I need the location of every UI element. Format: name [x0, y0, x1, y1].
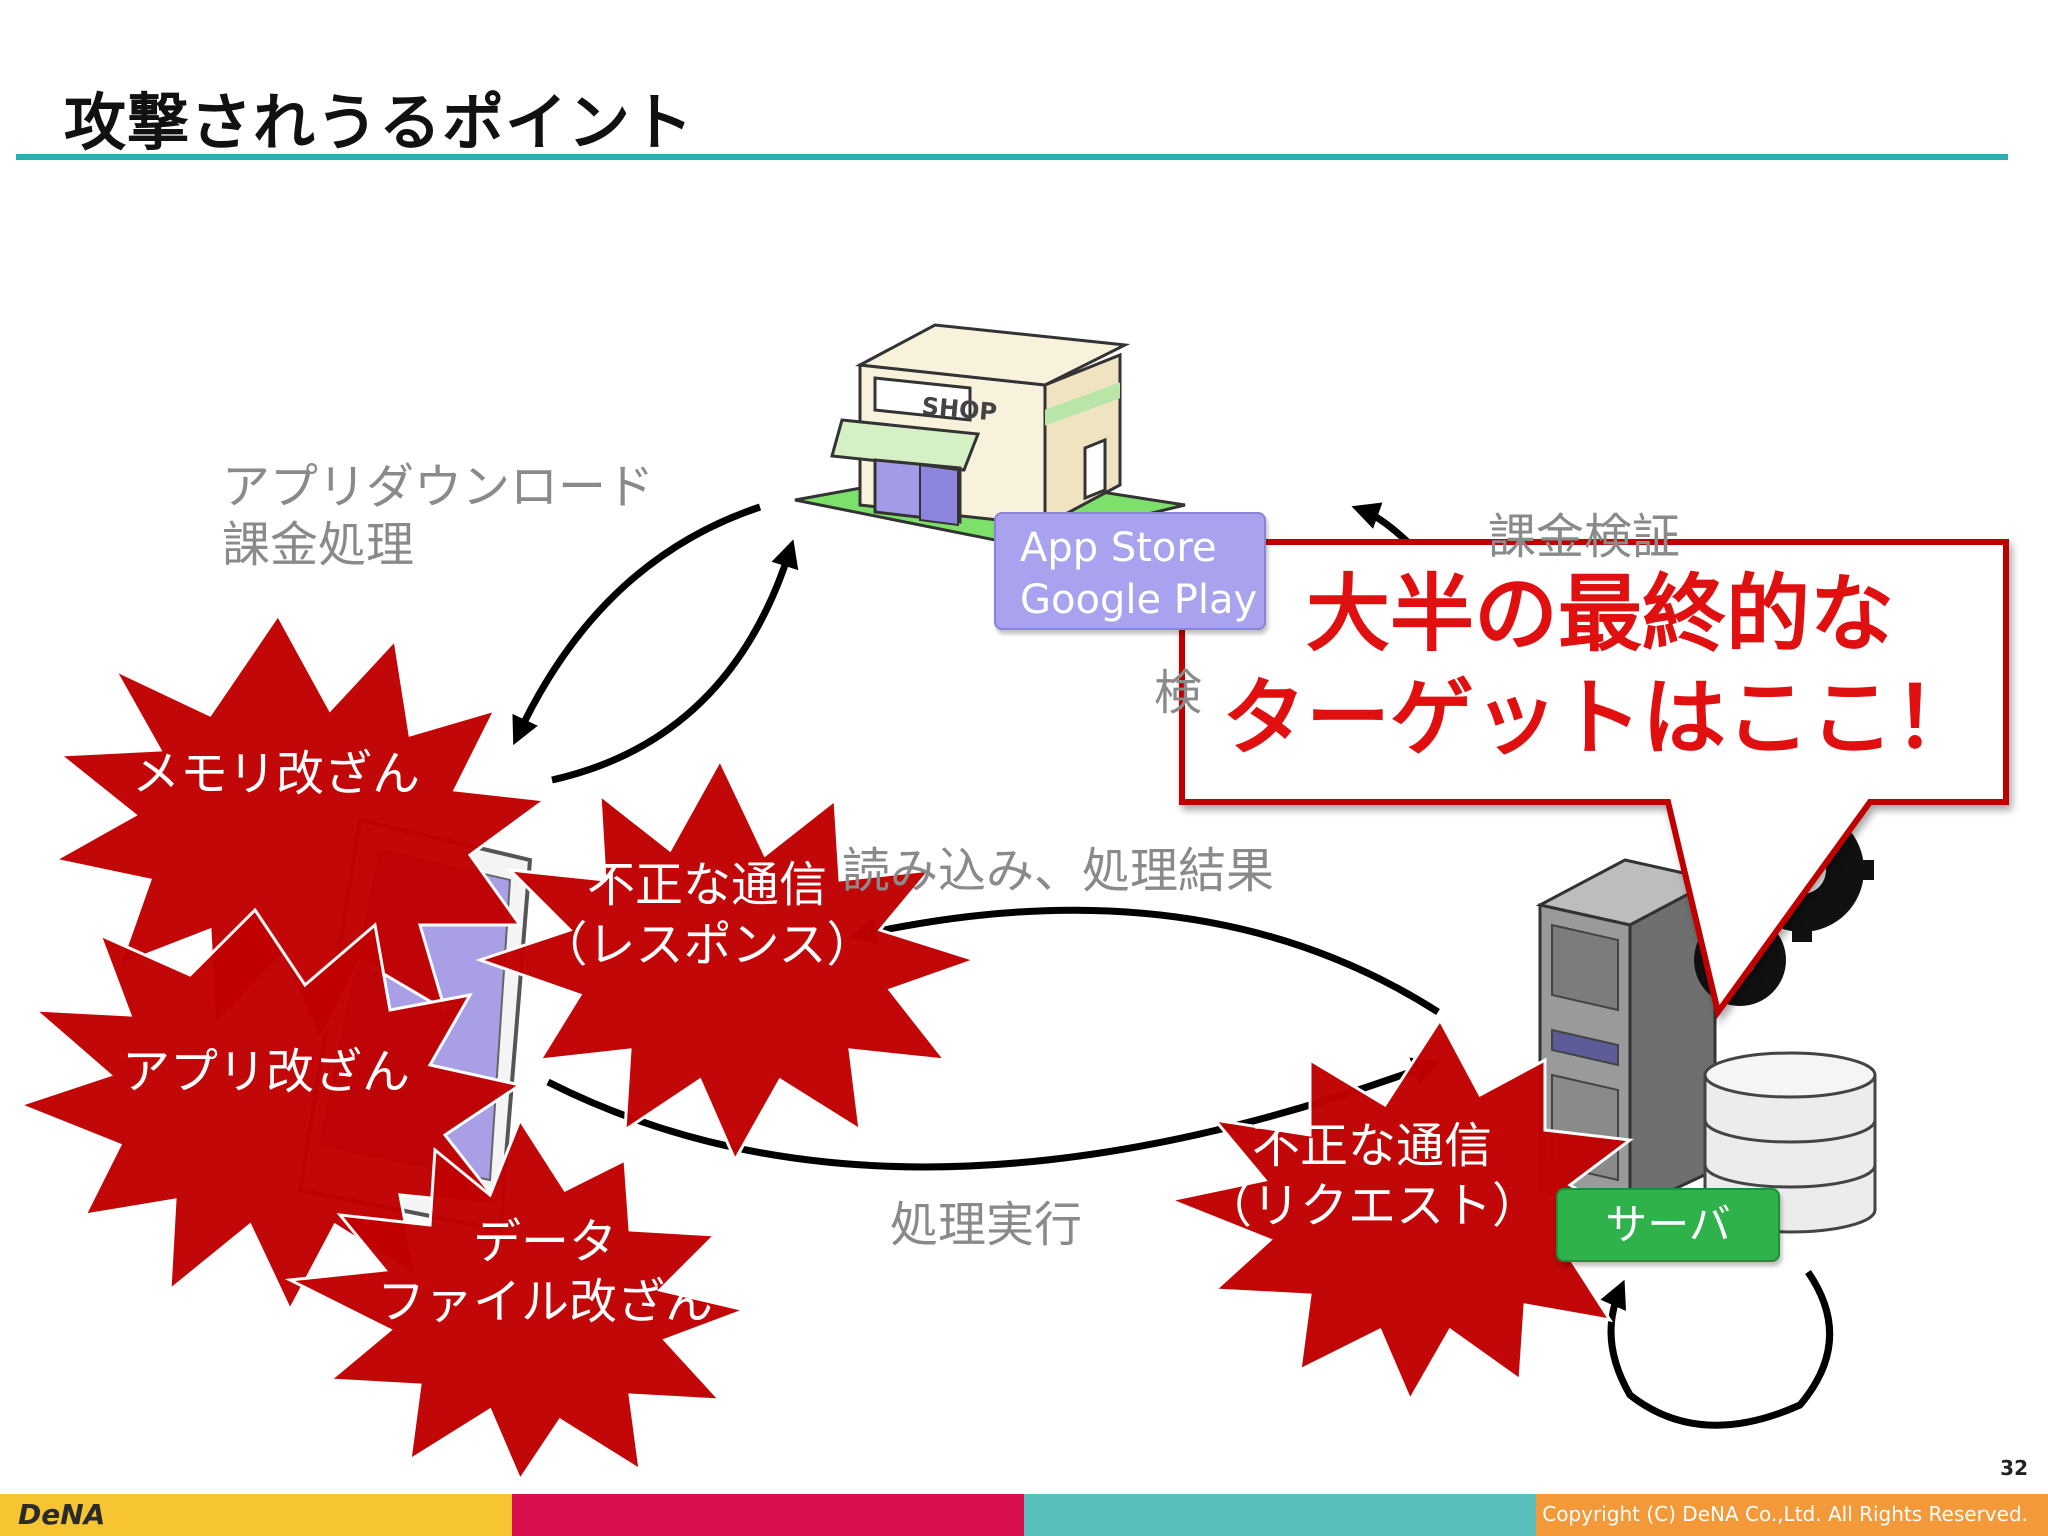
burst-response-text: 不正な通信 （レスポンス）: [539, 857, 875, 973]
callout-bubble: [1179, 539, 2009, 1020]
label-read-results: 読み込み、処理結果: [842, 843, 1275, 899]
footer-bar: DeNA Copyright (C) DeNA Co.,Ltd. All Rig…: [0, 1494, 2048, 1536]
arrow-download-up: [551, 539, 799, 784]
arrow-response: [849, 906, 1440, 1015]
shop-sign: SHOP: [921, 392, 999, 426]
app-store-box: App Store Google Play: [994, 512, 1266, 630]
footer-segment-teal: [1024, 1494, 1536, 1536]
dena-logo: DeNA: [18, 1498, 106, 1531]
burst-request-shape: [1164, 1017, 1649, 1404]
footer-segment-yellow: [0, 1494, 512, 1536]
server-box: サーバ: [1556, 1188, 1780, 1262]
burst-data-text: データ ファイル改ざん: [376, 1214, 714, 1330]
callout-text: 大半の最終的な ターゲットはここ！: [1221, 565, 1978, 767]
copyright-text: Copyright (C) DeNA Co.,Ltd. All Rights R…: [1542, 1502, 2028, 1526]
slide-title: 攻撃されうるポイント: [64, 86, 695, 159]
label-verify-partial: 検: [1154, 665, 1203, 721]
burst-app-text: アプリ改ざん: [121, 1044, 411, 1100]
burst-app-shape: [15, 907, 524, 1314]
burst-response-shape: [475, 756, 980, 1164]
shop-icon: [794, 323, 1186, 547]
page-number: 32: [2000, 1456, 2028, 1480]
burst-request-text: 不正な通信 （リクエスト）: [1203, 1118, 1541, 1234]
burst-data-shape: [284, 1116, 751, 1484]
arrow-download-down: [512, 503, 762, 746]
label-billing-verify: 課金検証: [1488, 509, 1681, 565]
arrow-server-loop: [1600, 1270, 1834, 1429]
label-app-download: アプリダウンロード 課金処理: [222, 459, 655, 573]
footer-segment-orange: [1536, 1494, 2048, 1536]
title-underline: [16, 154, 2008, 160]
arrow-request: [546, 1057, 1441, 1171]
server-tower-icon: [1535, 858, 1720, 1213]
footer-segment-magenta: [512, 1494, 1024, 1536]
burst-memory-text: メモリ改ざん: [131, 746, 421, 802]
label-process-exec: 処理実行: [890, 1197, 1083, 1253]
